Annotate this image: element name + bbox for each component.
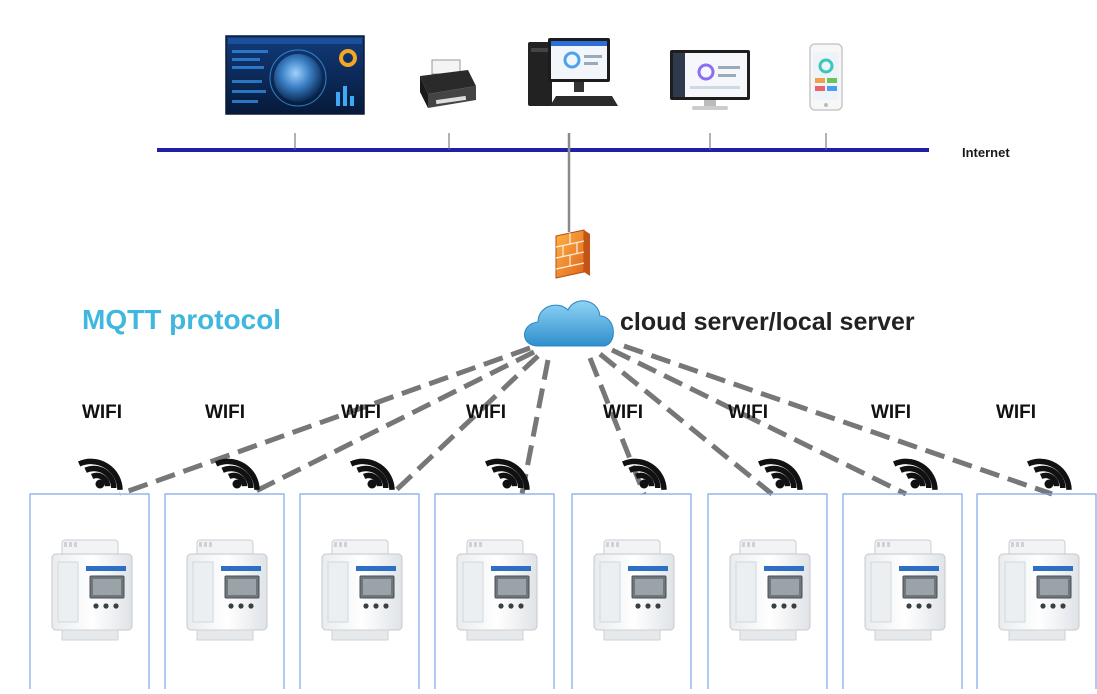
- wifi-signal-icon: [757, 458, 803, 491]
- wifi-signal-icon: [77, 458, 123, 491]
- wifi-signal-icon: [349, 458, 395, 491]
- meter-box: [571, 493, 692, 689]
- printer-icon: [420, 59, 476, 108]
- meter-box: [29, 493, 150, 689]
- meter-box: [164, 493, 285, 689]
- device-drop-lines: [294, 133, 827, 150]
- energy-meter-icon: [998, 539, 1080, 641]
- server-label: cloud server/local server: [620, 308, 915, 336]
- wifi-signal-icon: [1026, 458, 1072, 491]
- wifi-signal-icon: [484, 458, 530, 491]
- energy-meter-icon: [186, 539, 268, 641]
- dashboard-screen-icon: [225, 35, 365, 115]
- meter-unit: [434, 458, 555, 689]
- meter-box: [707, 493, 828, 689]
- smartphone-icon: [809, 43, 843, 111]
- energy-meter-icon: [456, 539, 538, 641]
- mqtt-protocol-label: MQTT protocol: [82, 304, 282, 335]
- meter-unit: [29, 458, 150, 689]
- cloud-icon: [524, 300, 614, 347]
- wifi-signal-icon: [892, 458, 938, 491]
- meter-box: [842, 493, 963, 689]
- wifi-signal-icon: [214, 458, 260, 491]
- desktop-pc-icon: [528, 38, 618, 106]
- meter-unit: [299, 458, 420, 689]
- firewall-icon: [555, 229, 590, 279]
- energy-meter-icon: [729, 539, 811, 641]
- wifi-signal-icon: [621, 458, 667, 491]
- energy-meter-icon: [51, 539, 133, 641]
- wifi-label-8: WIFI: [995, 402, 1037, 423]
- meter-unit: [164, 458, 285, 689]
- wifi-label-1: WIFI: [81, 402, 123, 423]
- internet-label: Internet: [962, 145, 1010, 160]
- meter-box: [976, 493, 1097, 689]
- wifi-label-6: WIFI: [727, 402, 769, 423]
- meter-row: [29, 458, 1097, 689]
- meter-unit: [842, 458, 963, 689]
- mqtt-dashed-links: [119, 343, 1053, 497]
- wifi-label-2: WIFI: [204, 402, 246, 423]
- meter-unit: [976, 458, 1097, 689]
- meter-box: [299, 493, 420, 689]
- energy-meter-icon: [593, 539, 675, 641]
- monitor-icon: [670, 50, 750, 110]
- wifi-label-5: WIFI: [602, 402, 644, 423]
- meter-box: [434, 493, 555, 689]
- energy-meter-icon: [321, 539, 403, 641]
- energy-meter-icon: [864, 539, 946, 641]
- meter-unit: [707, 458, 828, 689]
- wifi-label-4: WIFI: [465, 402, 507, 423]
- wifi-label-7: WIFI: [870, 402, 912, 423]
- wifi-label-3: WIFI: [340, 402, 382, 423]
- meter-unit: [571, 458, 692, 689]
